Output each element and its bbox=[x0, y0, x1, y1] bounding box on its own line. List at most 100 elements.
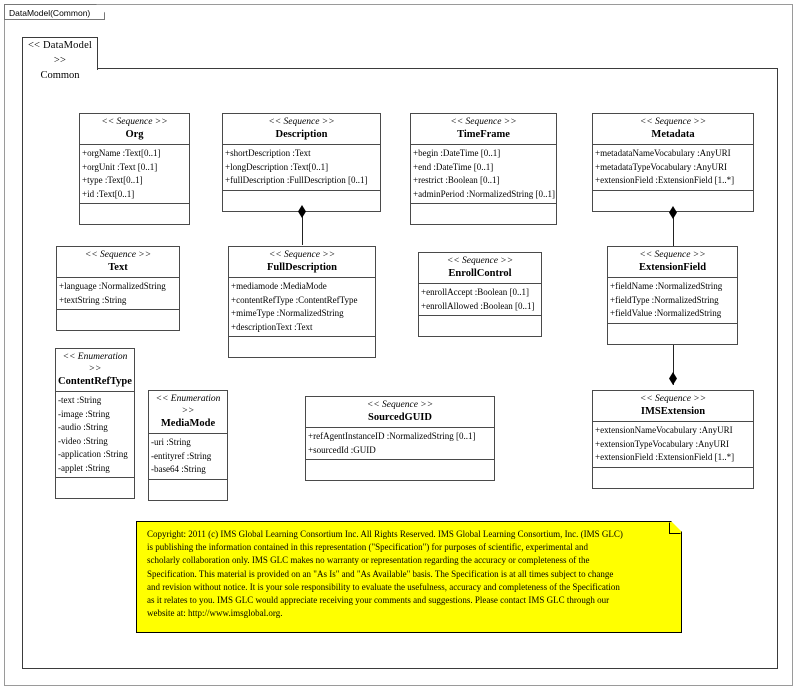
note-line: website at: http://www.imsglobal.org. bbox=[147, 608, 283, 619]
uml-class-header: << Sequence >> SourcedGUID bbox=[306, 397, 494, 428]
uml-attribute: +fieldType :NormalizedString bbox=[610, 294, 719, 305]
uml-stereotype: << Enumeration >> bbox=[155, 394, 221, 416]
uml-stereotype: << Sequence >> bbox=[268, 250, 336, 260]
uml-stereotype: << Sequence >> bbox=[366, 400, 434, 410]
uml-attribute: +metadataNameVocabulary :AnyURI bbox=[595, 148, 731, 158]
uml-class-imsextension[interactable]: << Sequence >> IMSExtension +extensionNa… bbox=[592, 390, 754, 489]
uml-class-description[interactable]: << Sequence >> Description +shortDescrip… bbox=[222, 113, 381, 212]
uml-attribute: +orgUnit :Text [0..1] bbox=[82, 161, 158, 172]
uml-stereotype: << Sequence >> bbox=[639, 117, 707, 127]
uml-class-name: MediaMode bbox=[160, 418, 216, 429]
uml-class-header: << Sequence >> FullDescription bbox=[229, 247, 375, 278]
uml-class-header: << Sequence >> EnrollControl bbox=[419, 253, 541, 284]
uml-attribute: +descriptionText :Text bbox=[231, 321, 313, 332]
uml-stereotype: << Sequence >> bbox=[639, 250, 706, 260]
uml-attribute: +id :Text[0..1] bbox=[82, 188, 135, 199]
uml-attribute: +fieldValue :NormalizedString bbox=[610, 308, 722, 318]
uml-attribute: +restrict :Boolean [0..1] bbox=[413, 175, 500, 185]
uml-enumeration-mediamode[interactable]: << Enumeration >> MediaMode -uri :String… bbox=[148, 390, 228, 501]
uml-attribute-compartment: -text :String -image :String -audio :Str… bbox=[56, 392, 134, 478]
uml-enumeration-contentreftype[interactable]: << Enumeration >> ContentRefType -text :… bbox=[55, 348, 135, 499]
uml-operation-compartment bbox=[593, 468, 753, 488]
uml-class-text[interactable]: << Sequence >> Text +language :Normalize… bbox=[56, 246, 180, 331]
uml-attribute: +longDescription :Text[0..1] bbox=[225, 161, 329, 172]
uml-class-extensionfield[interactable]: << Sequence >> ExtensionField +fieldName… bbox=[607, 246, 738, 345]
uml-class-timeframe[interactable]: << Sequence >> TimeFrame +begin :DateTim… bbox=[410, 113, 557, 225]
uml-class-header: << Enumeration >> ContentRefType bbox=[56, 349, 134, 392]
uml-attribute: -applet :String bbox=[58, 462, 110, 473]
connector-extensionfield-imsextension bbox=[673, 341, 675, 385]
uml-attribute: +extensionTypeVocabulary :AnyURI bbox=[595, 438, 730, 449]
uml-attribute: +contentRefType :ContentRefType bbox=[231, 294, 358, 305]
uml-operation-compartment bbox=[608, 324, 737, 344]
uml-attribute-compartment: +language :NormalizedString +textString … bbox=[57, 278, 179, 310]
uml-attribute: -text :String bbox=[58, 395, 102, 405]
uml-attribute: +mimeType :NormalizedString bbox=[231, 308, 344, 318]
uml-class-name: EnrollControl bbox=[448, 268, 512, 279]
uml-stereotype: << Sequence >> bbox=[446, 256, 514, 266]
uml-attribute: +refAgentInstanceID :NormalizedString [0… bbox=[308, 431, 476, 441]
uml-attribute: -image :String bbox=[58, 408, 110, 419]
uml-class-header: << Sequence >> Metadata bbox=[593, 114, 753, 145]
uml-stereotype: << Sequence >> bbox=[639, 394, 707, 404]
uml-stereotype: << Enumeration >> bbox=[62, 352, 128, 374]
uml-attribute: +sourcedId :GUID bbox=[308, 444, 376, 455]
note-line: is publishing the information contained … bbox=[147, 542, 588, 553]
uml-attribute: +extensionField :ExtensionField [1..*] bbox=[595, 452, 735, 462]
uml-stereotype: << Sequence >> bbox=[450, 117, 517, 127]
uml-class-header: << Sequence >> Org bbox=[80, 114, 189, 145]
uml-attribute: -audio :String bbox=[58, 422, 108, 432]
uml-class-header: << Sequence >> TimeFrame bbox=[411, 114, 556, 145]
uml-attribute: -uri :String bbox=[151, 437, 191, 447]
copyright-note: Copyright: 2011 (c) IMS Global Learning … bbox=[136, 521, 682, 633]
uml-class-name: ContentRefType bbox=[58, 376, 132, 387]
uml-class-name: Description bbox=[275, 129, 328, 140]
uml-class-header: << Enumeration >> MediaMode bbox=[149, 391, 227, 434]
uml-attribute-compartment: +enrollAccept :Boolean [0..1] +enrollAll… bbox=[419, 284, 541, 316]
uml-operation-compartment bbox=[306, 460, 494, 480]
note-line: scholarly collaboration only. IMS GLC ma… bbox=[147, 555, 590, 566]
uml-attribute-compartment: +metadataNameVocabulary :AnyURI +metadat… bbox=[593, 145, 753, 191]
uml-attribute: -application :String bbox=[58, 449, 128, 459]
uml-class-name: Text bbox=[108, 262, 128, 273]
uml-attribute-compartment: +orgName :Text[0..1] +orgUnit :Text [0..… bbox=[80, 145, 189, 204]
uml-operation-compartment bbox=[411, 204, 556, 224]
uml-attribute-compartment: +extensionNameVocabulary :AnyURI +extens… bbox=[593, 422, 753, 468]
diagram-frame-tab: DataModel(Common) bbox=[4, 4, 105, 20]
uml-attribute: +begin :DateTime [0..1] bbox=[413, 148, 501, 158]
uml-class-header: << Sequence >> ExtensionField bbox=[608, 247, 737, 278]
uml-operation-compartment bbox=[80, 204, 189, 224]
package-name: Common bbox=[40, 70, 80, 81]
uml-class-org[interactable]: << Sequence >> Org +orgName :Text[0..1] … bbox=[79, 113, 190, 225]
uml-attribute: +end :DateTime [0..1] bbox=[413, 161, 494, 172]
uml-class-fulldescription[interactable]: << Sequence >> FullDescription +mediamod… bbox=[228, 246, 376, 358]
uml-class-metadata[interactable]: << Sequence >> Metadata +metadataNameVoc… bbox=[592, 113, 754, 212]
uml-class-header: << Sequence >> Text bbox=[57, 247, 179, 278]
uml-attribute-compartment: +refAgentInstanceID :NormalizedString [0… bbox=[306, 428, 494, 460]
uml-operation-compartment bbox=[56, 478, 134, 498]
uml-class-enrollcontrol[interactable]: << Sequence >> EnrollControl +enrollAcce… bbox=[418, 252, 542, 337]
composition-diamond-description bbox=[298, 205, 306, 218]
uml-attribute: -entityref :String bbox=[151, 450, 212, 461]
uml-attribute: +adminPeriod :NormalizedString [0..1] bbox=[413, 188, 556, 199]
uml-attribute-compartment: +mediamode :MediaMode +contentRefType :C… bbox=[229, 278, 375, 337]
connector-metadata-extensionfield bbox=[673, 210, 675, 248]
note-line: as it relates to you. IMS GLC would appr… bbox=[147, 595, 610, 606]
uml-attribute-compartment: -uri :String -entityref :String -base64 … bbox=[149, 434, 227, 480]
uml-class-name: ExtensionField bbox=[638, 262, 707, 273]
uml-class-sourcedguid[interactable]: << Sequence >> SourcedGUID +refAgentInst… bbox=[305, 396, 495, 481]
uml-attribute: +shortDescription :Text bbox=[225, 148, 311, 158]
uml-attribute: +extensionNameVocabulary :AnyURI bbox=[595, 425, 733, 435]
uml-attribute: +language :NormalizedString bbox=[59, 281, 166, 291]
uml-operation-compartment bbox=[57, 310, 179, 330]
note-line: Copyright: 2011 (c) IMS Global Learning … bbox=[147, 529, 623, 539]
uml-operation-compartment bbox=[229, 337, 375, 357]
uml-class-header: << Sequence >> IMSExtension bbox=[593, 391, 753, 422]
package-header-tab: << DataModel >> Common bbox=[22, 37, 98, 81]
uml-class-name: Metadata bbox=[651, 129, 695, 140]
note-line: and revision without notice. It is your … bbox=[147, 581, 620, 592]
uml-attribute: +orgName :Text[0..1] bbox=[82, 148, 161, 158]
uml-attribute: +enrollAccept :Boolean [0..1] bbox=[421, 287, 530, 297]
uml-attribute: +mediamode :MediaMode bbox=[231, 281, 327, 291]
uml-stereotype: << Sequence >> bbox=[101, 117, 168, 127]
